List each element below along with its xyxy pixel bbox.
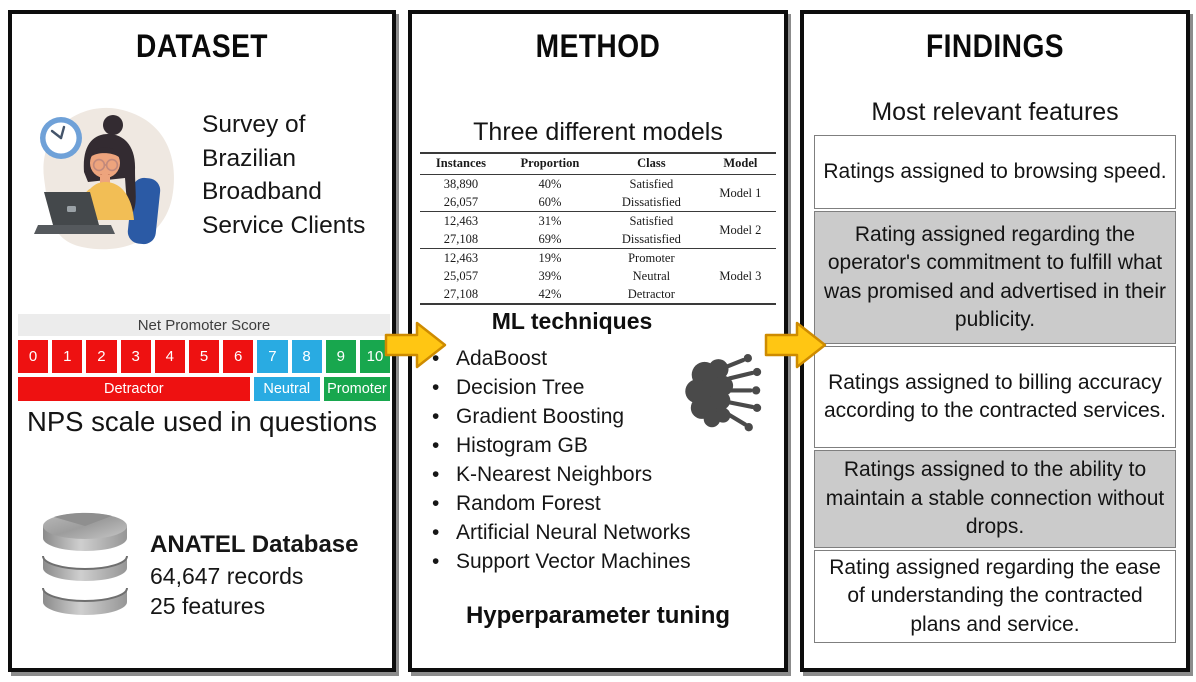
cell-model: Model 3 — [704, 248, 776, 304]
nps-cell: 1 — [52, 340, 83, 373]
nps-cell: 7 — [257, 340, 288, 373]
nps-caption: NPS scale used in questions — [26, 406, 378, 437]
flow-arrow-dataset-to-method — [384, 321, 447, 369]
cell-proportion: 69% — [538, 231, 562, 246]
cell-instances: 27,108 — [443, 231, 479, 246]
ml-techniques-heading: ML techniques — [491, 308, 653, 334]
finding-item: Rating assigned regarding the operator's… — [814, 211, 1176, 344]
cell-instances: 38,890 — [443, 176, 479, 191]
ml-techniques-list: AdaBoost Decision Tree Gradient Boosting… — [432, 344, 691, 576]
nps-group-neutral: Neutral — [253, 377, 320, 401]
list-item: Artificial Neural Networks — [432, 518, 691, 547]
nps-cell: 6 — [223, 340, 254, 373]
nps-cell: 4 — [154, 340, 185, 373]
nps-groups-row: Detractor Neutral Promoter — [18, 377, 391, 401]
cell-class: Dissatisfied — [621, 231, 681, 246]
cell-class: Promoter — [597, 248, 705, 267]
table-header: Class — [597, 153, 705, 175]
cell-class: Satisfied — [597, 211, 705, 230]
finding-item: Ratings assigned to the ability to maint… — [814, 450, 1176, 548]
cell-instances: 12,463 — [420, 248, 502, 267]
brain-circuit-icon — [677, 349, 769, 441]
nps-cell: 5 — [188, 340, 220, 373]
cell-model: Model 1 — [719, 185, 762, 200]
cell-class: Detractor — [627, 286, 675, 301]
nps-cell: 9 — [325, 340, 356, 373]
cell-proportion: 60% — [538, 194, 562, 209]
list-item: Histogram GB — [432, 431, 691, 460]
database-icon — [34, 506, 136, 636]
nps-group-promoter: Promoter — [323, 377, 391, 401]
hyperparameter-tuning-label: Hyperparameter tuning — [465, 602, 731, 629]
cell-instances: 25,057 — [443, 268, 479, 283]
database-records: 64,647 records — [150, 562, 304, 589]
method-panel: METHOD Three different models Instances … — [408, 10, 788, 672]
list-item: K-Nearest Neighbors — [432, 460, 691, 489]
database-name: ANATEL Database — [150, 531, 359, 558]
nps-cell: 3 — [120, 340, 151, 373]
flow-arrow-method-to-findings — [764, 321, 827, 369]
table-row: 27,108 42% Detractor — [420, 285, 776, 304]
table-row: 25,057 39% Neutral — [420, 267, 776, 285]
cell-proportion: 19% — [501, 248, 598, 267]
survey-description: Survey of Brazilian Broadband Service Cl… — [202, 111, 366, 239]
dataset-panel: DATASET — [8, 10, 396, 672]
table-header: Instances — [420, 153, 502, 175]
list-item: Gradient Boosting — [432, 402, 691, 431]
table-header: Proportion — [501, 153, 598, 175]
table-row: 26,057 60% Dissatisfied — [420, 193, 776, 212]
cell-instances: 27,108 — [443, 286, 479, 301]
table-header: Model — [704, 153, 776, 175]
nps-cell: 0 — [18, 340, 49, 373]
list-item: Random Forest — [432, 489, 691, 518]
table-row: 12,463 31% Satisfied Model 2 — [420, 211, 776, 249]
database-features: 25 features — [150, 593, 266, 619]
cell-model: Model 2 — [704, 211, 776, 249]
nps-group-detractor: Detractor — [18, 377, 250, 401]
findings-title: FINDINGS — [925, 28, 1065, 64]
models-table: Instances Proportion Class Model 38,890 … — [420, 152, 776, 305]
findings-list: Ratings assigned to browsing speed. Rati… — [814, 135, 1176, 643]
method-title: METHOD — [535, 28, 661, 64]
findings-subtitle: Most relevant features — [871, 98, 1119, 126]
cell-proportion: 42% — [538, 286, 562, 301]
models-subtitle: Three different models — [473, 118, 723, 146]
list-item: AdaBoost — [432, 344, 691, 373]
table-row: 38,890 40% Satisfied Model 1 — [420, 175, 776, 200]
cell-class: Dissatisfied — [621, 194, 681, 209]
cell-instances: 12,463 — [420, 211, 502, 230]
cell-class: Satisfied — [629, 176, 674, 191]
table-row: 27,108 69% Dissatisfied — [420, 230, 776, 249]
dataset-title: DATASET — [136, 28, 268, 64]
table-row: 12,463 19% Promoter Model 3 — [420, 248, 776, 304]
cell-class: Neutral — [632, 268, 671, 283]
cell-proportion: 40% — [538, 176, 562, 191]
finding-item: Rating assigned regarding the ease of un… — [814, 550, 1176, 643]
database-description: ANATEL Database 64,647 records 25 featur… — [150, 530, 359, 622]
findings-panel: FINDINGS Most relevant features Ratings … — [800, 10, 1190, 672]
list-item: Decision Tree — [432, 373, 691, 402]
nps-cell: 2 — [86, 340, 117, 373]
woman-at-laptop-illustration — [34, 107, 174, 250]
cell-instances: 26,057 — [443, 194, 479, 209]
cell-proportion: 31% — [501, 211, 598, 230]
nps-scale: Net Promoter Score 0 1 2 3 4 5 6 7 8 9 1… — [18, 314, 391, 401]
nps-cell: 8 — [291, 340, 322, 373]
finding-item: Ratings assigned to billing accuracy acc… — [814, 346, 1176, 448]
cell-proportion: 39% — [538, 268, 562, 283]
nps-scale-header: Net Promoter Score — [18, 314, 390, 336]
finding-item: Ratings assigned to browsing speed. — [814, 135, 1176, 209]
survey-illustration — [14, 86, 192, 264]
clock-icon — [40, 117, 82, 159]
nps-cells-row: 0 1 2 3 4 5 6 7 8 9 10 — [18, 340, 391, 373]
list-item: Support Vector Machines — [432, 547, 691, 576]
